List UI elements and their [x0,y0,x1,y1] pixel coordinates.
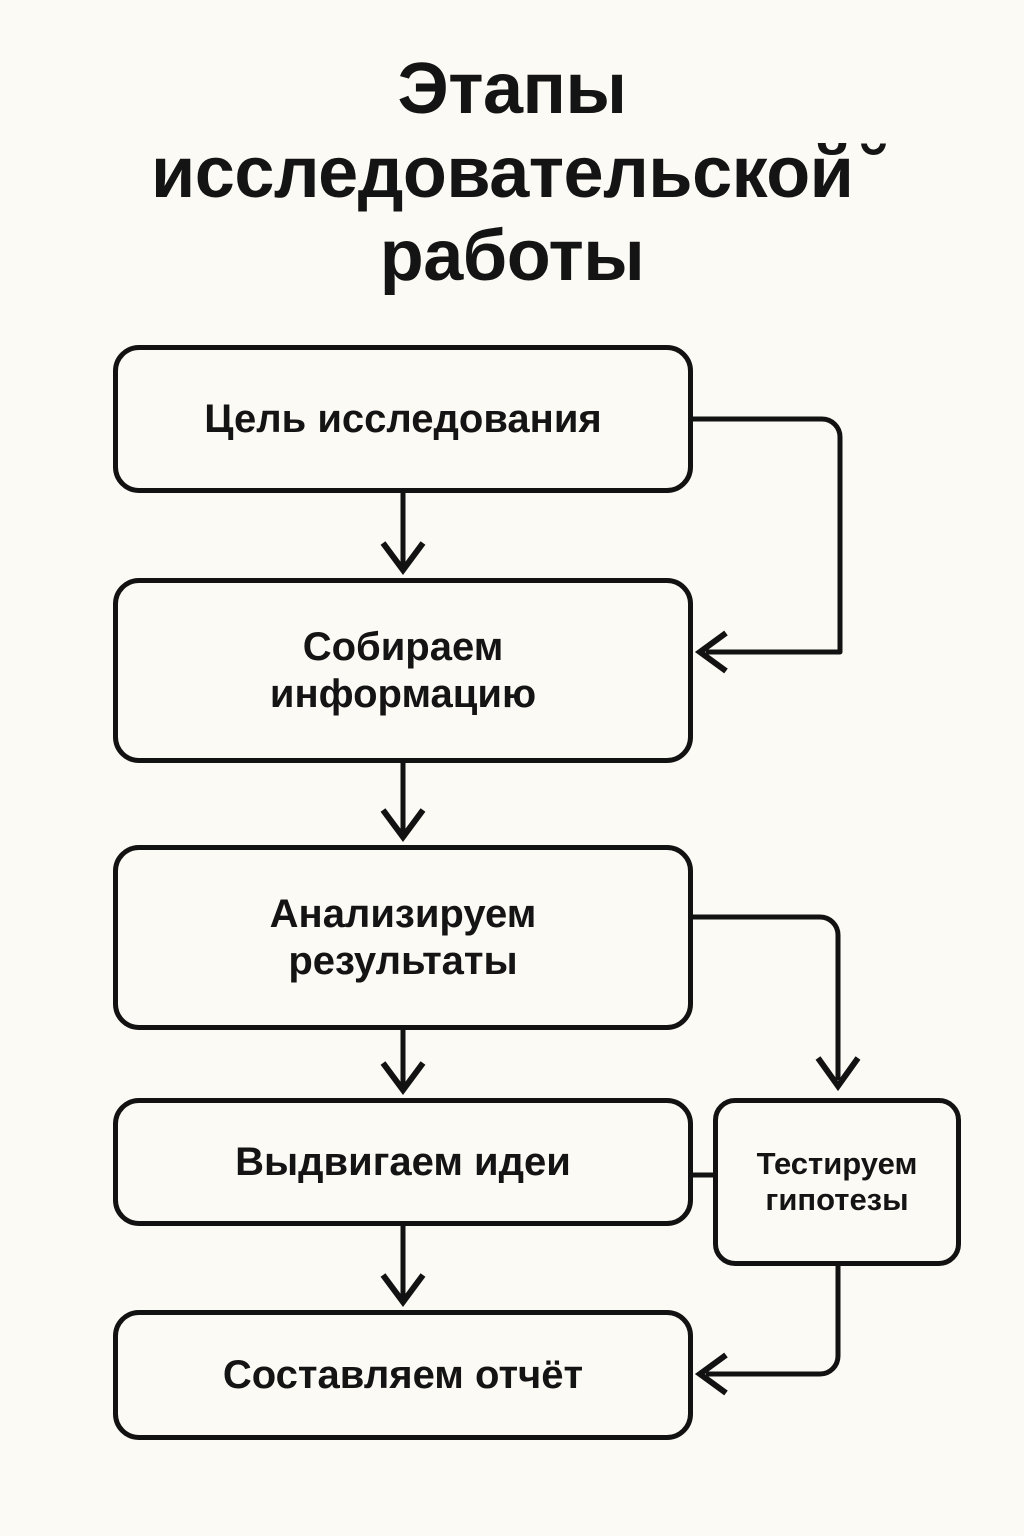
edge-ideas-to-report [380,1226,426,1308]
node-label: Анализируем результаты [269,892,537,983]
node-collect[interactable]: Собираем информацию [113,578,693,763]
node-label: Собираем информацию [269,625,537,716]
edge-hypotheses-to-report [694,1266,841,1396]
node-label: Тестируем гипотезы [756,1146,918,1217]
node-label: Составляем отчёт [222,1352,584,1397]
node-report[interactable]: Составляем отчёт [113,1310,693,1440]
edge-collect-to-analyze [380,763,426,843]
node-ideas[interactable]: Выдвигаем идеи [113,1098,693,1226]
edge-analyze-to-ideas [380,1030,426,1096]
edge-analyze-to-hypotheses [693,914,861,1092]
node-analyze[interactable]: Анализируем результаты [113,845,693,1030]
page-title: Этапы исследовательской ̆ работы [151,49,873,297]
edge-goal-loop-collect [693,416,843,674]
node-label: Выдвигаем идеи [235,1139,571,1184]
node-hypotheses[interactable]: Тестируем гипотезы [713,1098,961,1266]
node-goal[interactable]: Цель исследования [113,345,693,493]
node-label: Цель исследования [204,396,602,441]
edge-goal-to-collect [380,493,426,576]
